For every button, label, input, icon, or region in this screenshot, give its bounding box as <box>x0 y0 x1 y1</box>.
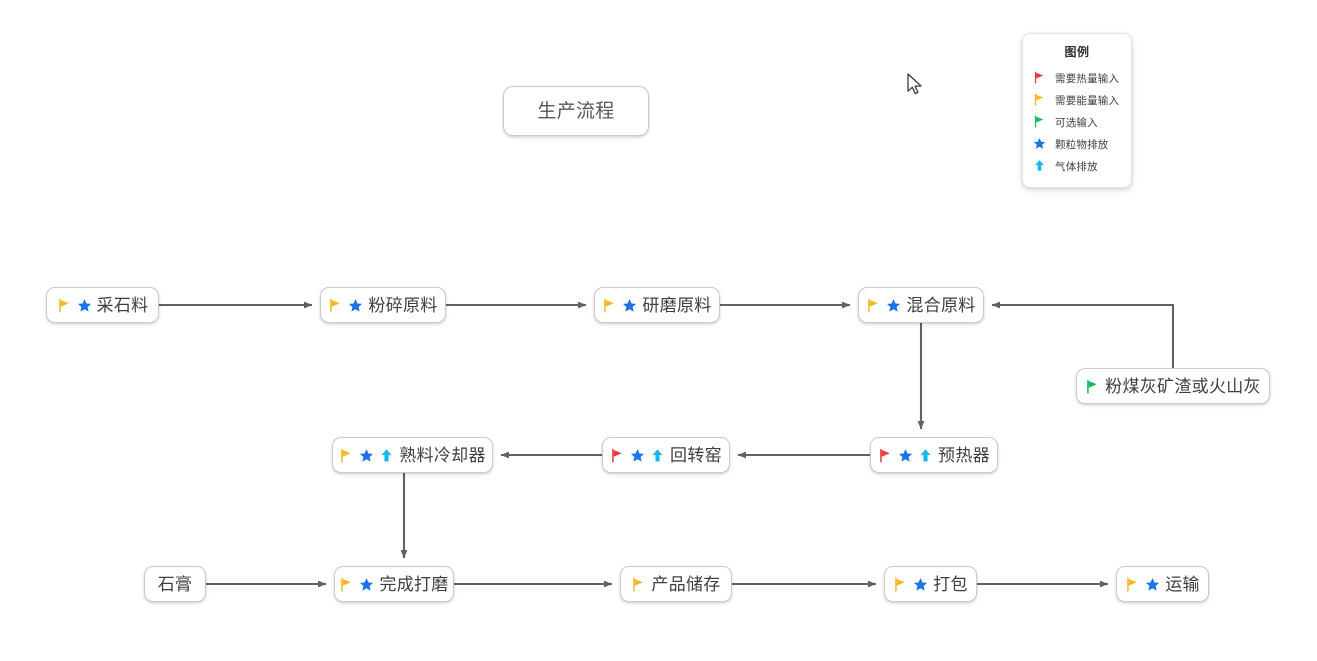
yellow-flag-icon <box>631 577 646 592</box>
node-quarry[interactable]: 采石料 <box>46 287 159 323</box>
green-flag-icon <box>1033 115 1048 130</box>
yellow-flag-icon <box>328 298 343 313</box>
red-flag-icon <box>610 448 625 463</box>
legend-item-4: 气体排放 <box>1033 155 1121 177</box>
cyan-arrow-icon <box>918 448 933 463</box>
node-finishmill[interactable]: 完成打磨 <box>334 566 454 602</box>
node-title[interactable]: 生产流程 <box>503 86 649 136</box>
node-packing[interactable]: 打包 <box>884 566 977 602</box>
blue-star-icon <box>886 298 901 313</box>
node-crush[interactable]: 粉碎原料 <box>320 287 446 323</box>
node-label: 粉煤灰矿渣或火山灰 <box>1105 376 1261 396</box>
node-gypsum[interactable]: 石膏 <box>144 566 206 602</box>
blue-star-icon <box>77 298 92 313</box>
legend-item-label: 可选输入 <box>1055 116 1098 129</box>
legend-item-2: 可选输入 <box>1033 111 1121 133</box>
cyan-arrow-icon <box>650 448 665 463</box>
node-mix[interactable]: 混合原料 <box>858 287 984 323</box>
node-label: 粉碎原料 <box>368 295 438 315</box>
yellow-flag-icon <box>1125 577 1140 592</box>
legend-item-3: 颗粒物排放 <box>1033 133 1121 155</box>
legend-item-label: 颗粒物排放 <box>1055 138 1109 151</box>
yellow-flag-icon <box>339 577 354 592</box>
node-kiln[interactable]: 回转窑 <box>602 437 730 473</box>
cyan-arrow-icon <box>379 448 394 463</box>
blue-star-icon <box>359 577 374 592</box>
legend-item-label: 气体排放 <box>1055 160 1098 173</box>
yellow-flag-icon <box>893 577 908 592</box>
node-label: 生产流程 <box>537 100 615 122</box>
blue-star-icon <box>1145 577 1160 592</box>
node-label: 石膏 <box>157 574 193 594</box>
node-label: 回转窑 <box>670 445 722 465</box>
yellow-flag-icon <box>339 448 354 463</box>
blue-star-icon <box>898 448 913 463</box>
node-grind[interactable]: 研磨原料 <box>594 287 720 323</box>
cyan-arrow-icon <box>1033 159 1048 174</box>
green-flag-icon <box>1085 379 1100 394</box>
node-label: 混合原料 <box>906 295 976 315</box>
yellow-flag-icon <box>1033 93 1048 108</box>
node-label: 打包 <box>933 574 968 594</box>
node-label: 研磨原料 <box>642 295 712 315</box>
node-label: 采石料 <box>96 295 149 315</box>
blue-star-icon <box>1033 137 1048 152</box>
legend-title: 图例 <box>1064 45 1090 59</box>
yellow-flag-icon <box>602 298 617 313</box>
red-flag-icon <box>878 448 893 463</box>
legend-item-label: 需要能量输入 <box>1055 94 1120 107</box>
node-label: 预热器 <box>938 445 990 465</box>
red-flag-icon <box>1033 71 1048 86</box>
node-cooler[interactable]: 熟料冷却器 <box>332 437 493 473</box>
blue-star-icon <box>359 448 374 463</box>
blue-star-icon <box>622 298 637 313</box>
mouse-cursor <box>907 73 922 95</box>
node-label: 产品储存 <box>651 574 721 594</box>
node-preheater[interactable]: 预热器 <box>870 437 998 473</box>
yellow-flag-icon <box>57 298 72 313</box>
legend-item-1: 需要能量输入 <box>1033 89 1121 111</box>
node-label: 完成打磨 <box>379 574 449 594</box>
node-storage[interactable]: 产品储存 <box>620 566 732 602</box>
blue-star-icon <box>913 577 928 592</box>
node-flyash[interactable]: 粉煤灰矿渣或火山灰 <box>1076 368 1270 404</box>
legend-panel[interactable]: 图例 需要热量输入需要能量输入可选输入颗粒物排放气体排放 <box>1022 33 1132 188</box>
blue-star-icon <box>630 448 645 463</box>
yellow-flag-icon <box>866 298 881 313</box>
blue-star-icon <box>348 298 363 313</box>
legend-item-label: 需要热量输入 <box>1055 72 1120 85</box>
edge-flyash-mix <box>991 301 1175 368</box>
node-label: 运输 <box>1165 574 1200 594</box>
node-transport[interactable]: 运输 <box>1116 566 1209 602</box>
node-label: 熟料冷却器 <box>399 445 486 465</box>
legend-item-0: 需要热量输入 <box>1033 67 1121 89</box>
